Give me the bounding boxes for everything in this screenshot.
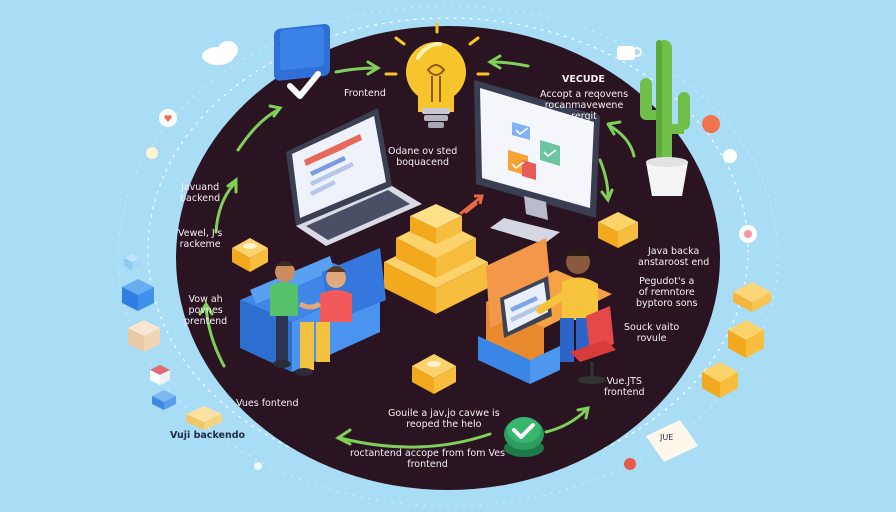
label-souck: Souck vaito rovule [624, 322, 680, 344]
green-check-badge-icon [504, 417, 544, 457]
blue-cube-icon [122, 279, 154, 311]
orange-link-arrow [459, 196, 481, 216]
label-vuji-backend: Vuji backendo [170, 430, 246, 441]
yellow-cube-right-2 [702, 362, 738, 398]
label-vecude: VECUDE [562, 74, 605, 85]
label-vues-fontend: Vues fontend [236, 398, 299, 409]
label-accept-requests: Accopt a reqovens rocanmavewene rergit [540, 89, 629, 122]
orbit-dashed-ring [147, 17, 749, 483]
arrow-right-top [608, 124, 636, 158]
blue-tile-icon [152, 390, 176, 410]
note-card-icon [646, 420, 698, 462]
arrow-from-monitor [490, 60, 530, 68]
sofa-scene [240, 248, 386, 376]
label-gouile: Gouile a jav,jo cavwe is reoped the helo [388, 408, 500, 430]
bulb-rays [384, 22, 490, 76]
arrow-left-top [236, 108, 280, 152]
laptop-icon [286, 108, 422, 246]
label-vuejs-frontend: Vue.JTS frontend [604, 376, 645, 398]
check-badge-icon [274, 23, 330, 99]
box-icon [128, 320, 160, 352]
label-pegudots: Pegudot's a of remntore byptoro sons [636, 276, 698, 309]
arrow-left-bottom [204, 304, 226, 368]
cup-icon [617, 46, 642, 60]
small-blue-box-icon [150, 365, 170, 385]
arrow-bottom-right [544, 408, 588, 434]
envelope-icon [186, 406, 222, 430]
label-vewel: Vewel, J's rackeme [178, 228, 223, 250]
label-roctantend: roctantend accope from fom Ves frontend [350, 448, 506, 470]
yellow-block-bottom [412, 354, 456, 394]
red-star-icon [624, 458, 636, 470]
orange-dot-icon [702, 115, 720, 133]
white-dot-icon [723, 149, 737, 163]
label-javuand-backend: Javuand backend [180, 182, 221, 204]
yellow-cube-right [728, 320, 764, 358]
yellow-block-left [232, 238, 268, 272]
mail-envelope-icon [733, 282, 771, 312]
arrow-to-stack-right [598, 158, 610, 198]
arrow-to-bulb [334, 66, 378, 74]
spark-dot-left [254, 462, 262, 470]
central-block-stack [384, 204, 488, 314]
label-java-backa: Java backa anstaroost end [638, 246, 710, 268]
arrow-bottom [338, 432, 492, 449]
small-cube-icon-left [124, 254, 140, 270]
desk-scene [478, 238, 616, 384]
cloud-icon [202, 41, 238, 65]
label-jue-card: JUE [660, 433, 674, 442]
orbit-dashed-ring-outer [117, 5, 779, 507]
flow-arrows [198, 54, 636, 449]
desktop-monitor-icon [474, 80, 600, 244]
small-dot-icon [146, 147, 158, 159]
label-vow-ah: Vow ah povnes prentend [184, 294, 228, 327]
label-frontend-top: Frontend [344, 88, 386, 99]
light-bulb-icon [406, 42, 466, 128]
yellow-block-right [598, 212, 638, 248]
cactus-plant-icon [640, 40, 690, 196]
arrow-left-mid [214, 182, 236, 234]
label-odane: Odane ov sted boquacend [388, 146, 458, 168]
